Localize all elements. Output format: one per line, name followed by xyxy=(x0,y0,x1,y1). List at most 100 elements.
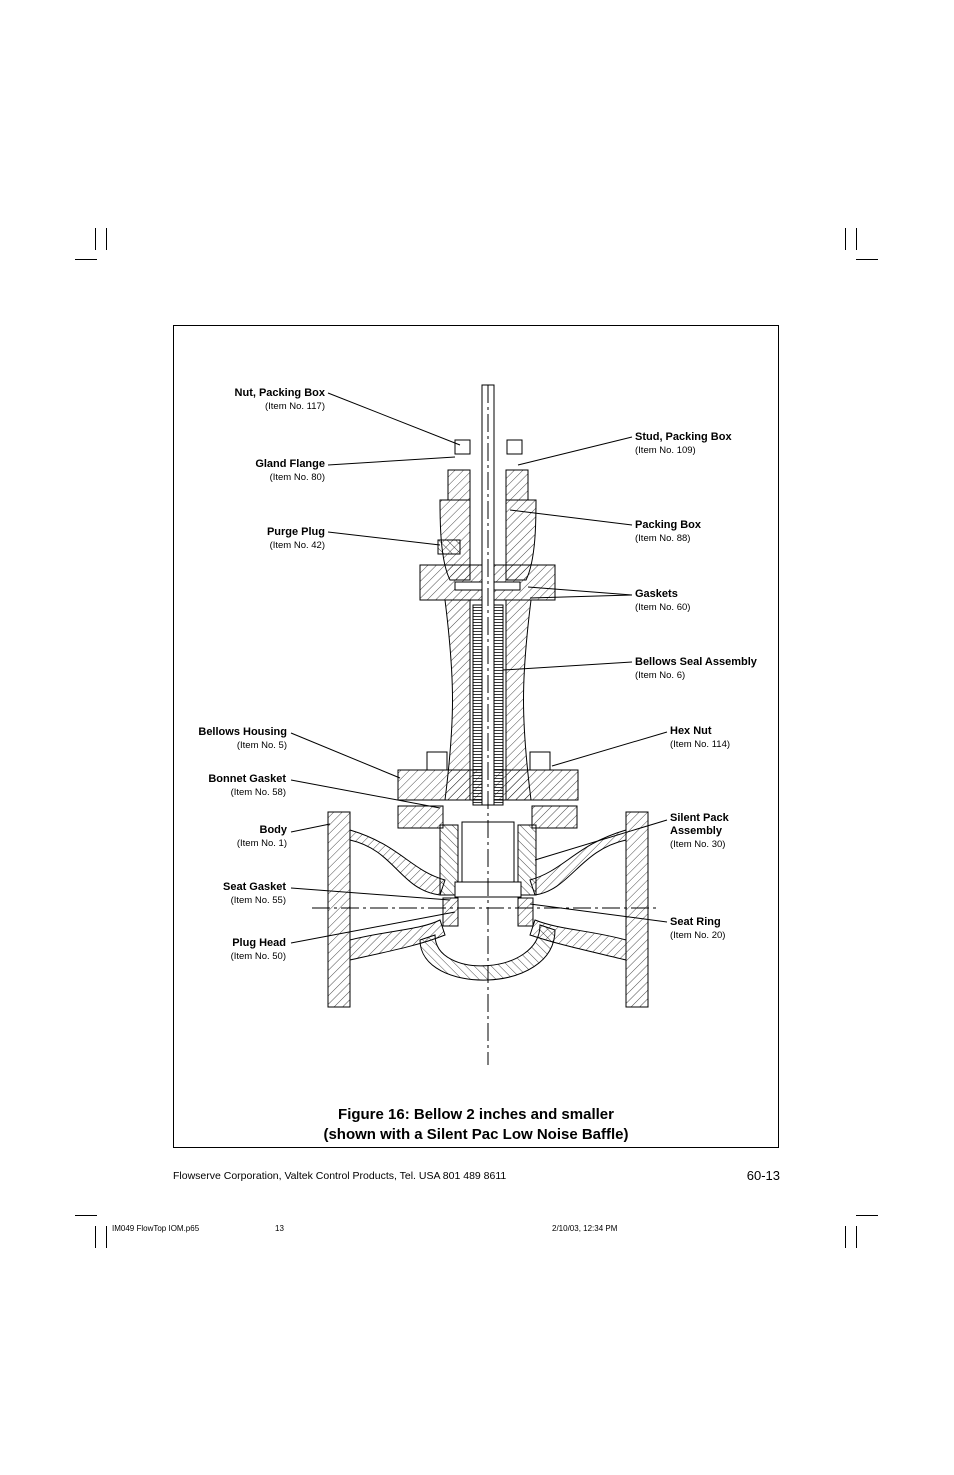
slug-timestamp: 2/10/03, 12:34 PM xyxy=(552,1224,618,1233)
nut-packing-box-right xyxy=(506,439,523,455)
label-item: (Item No. 117) xyxy=(264,401,325,412)
label-title: Bonnet Gasket xyxy=(208,773,286,785)
label-seat-ring: Seat Ring (Item No. 20) xyxy=(670,916,775,942)
crop-mark-top-right-h xyxy=(856,259,878,260)
label-stud-packing-box: Stud, Packing Box (Item No. 109) xyxy=(635,431,775,457)
hex-nut-right xyxy=(529,751,551,771)
label-body: Body (Item No. 1) xyxy=(180,824,287,850)
label-title: Bellows Seal Assembly xyxy=(635,656,757,668)
bellows-housing-neck-left xyxy=(444,599,471,801)
crop-mark-bottom-right-v2 xyxy=(856,1226,857,1248)
label-item: (Item No. 6) xyxy=(635,670,686,681)
bonnet-lower-left xyxy=(397,805,444,829)
label-item: (Item No. 5) xyxy=(236,740,287,751)
label-gland-flange: Gland Flange (Item No. 80) xyxy=(180,458,325,484)
leader-plug-head xyxy=(290,911,456,944)
hex-nut-left xyxy=(426,751,448,771)
label-title: Plug Head xyxy=(232,937,286,949)
label-packing-box: Packing Box (Item No. 88) xyxy=(635,519,775,545)
crop-mark-bottom-right-v1 xyxy=(845,1226,846,1248)
label-item: (Item No. 50) xyxy=(230,951,286,962)
bellows-housing-neck-right xyxy=(505,599,532,801)
label-bellows-seal-assembly: Bellows Seal Assembly (Item No. 6) xyxy=(635,656,775,682)
label-item: (Item No. 20) xyxy=(670,930,726,941)
label-bellows-housing: Bellows Housing (Item No. 5) xyxy=(180,726,287,752)
leader-bellows-housing xyxy=(290,732,401,779)
crop-mark-top-left-v2 xyxy=(106,228,107,250)
gland-flange-left xyxy=(447,469,471,501)
label-item: (Item No. 58) xyxy=(230,787,286,798)
label-item: (Item No. 88) xyxy=(635,533,691,544)
figure-caption: Figure 16: Bellow 2 inches and smaller (… xyxy=(173,1105,779,1145)
label-title-line1: Silent Pack xyxy=(670,812,729,824)
label-title: Seat Ring xyxy=(670,916,721,928)
leader-gland-flange xyxy=(327,456,456,466)
label-item: (Item No. 80) xyxy=(269,472,325,483)
label-title: Seat Gasket xyxy=(223,881,286,893)
label-item: (Item No. 1) xyxy=(236,838,287,849)
body-flange-right xyxy=(625,811,649,1008)
leader-hex-nut xyxy=(551,731,668,767)
label-title: Gland Flange xyxy=(255,458,325,470)
leader-seat-ring xyxy=(529,903,668,923)
label-title: Hex Nut xyxy=(670,725,712,737)
label-title: Body xyxy=(259,824,288,836)
body-flange-left xyxy=(327,811,351,1008)
crop-mark-top-right-v2 xyxy=(856,228,857,250)
label-purge-plug: Purge Plug (Item No. 42) xyxy=(180,526,325,552)
label-item: (Item No. 42) xyxy=(269,540,325,551)
leader-nut-packing-box xyxy=(327,392,461,446)
label-title-line2: Assembly xyxy=(670,825,722,837)
leader-purge-plug xyxy=(327,531,441,546)
label-hex-nut: Hex Nut (Item No. 114) xyxy=(670,725,775,751)
leader-packing-box xyxy=(509,509,633,526)
crop-mark-top-right-v1 xyxy=(845,228,846,250)
gland-flange-right xyxy=(505,469,529,501)
footer-company: Flowserve Corporation, Valtek Control Pr… xyxy=(173,1170,507,1182)
figure-frame xyxy=(173,325,779,1148)
leader-stud-packing-box xyxy=(517,436,633,466)
crop-mark-bottom-right-h xyxy=(856,1215,878,1216)
leader-body xyxy=(290,823,331,833)
label-title: Purge Plug xyxy=(266,526,325,538)
label-silent-pack-assembly: Silent Pack Assembly (Item No. 30) xyxy=(670,812,775,851)
label-item: (Item No. 114) xyxy=(670,739,731,750)
slug-page: 13 xyxy=(275,1224,284,1233)
silent-pack-left xyxy=(439,824,459,896)
label-title: Stud, Packing Box xyxy=(635,431,732,443)
leader-silent-pack xyxy=(534,819,668,861)
slug-file: IM049 FlowTop IOM.p65 xyxy=(112,1224,200,1233)
body-lower-wall-left xyxy=(349,919,446,961)
leader-bellows-seal xyxy=(502,661,633,671)
label-title: Bellows Housing xyxy=(198,726,287,738)
label-nut-packing-box: Nut, Packing Box (Item No. 117) xyxy=(180,387,325,413)
label-item: (Item No. 60) xyxy=(635,602,691,613)
label-gaskets: Gaskets (Item No. 60) xyxy=(635,588,775,614)
page-number: 60-13 xyxy=(746,1168,780,1183)
crop-mark-top-left-h xyxy=(75,259,97,260)
body-upper-wall-left xyxy=(349,829,446,896)
crop-mark-bottom-left-v2 xyxy=(106,1226,107,1248)
label-title: Packing Box xyxy=(635,519,702,531)
leader-gaskets-1 xyxy=(527,586,633,596)
packing-box-body-right xyxy=(505,499,537,581)
leader-gaskets-2 xyxy=(529,594,633,599)
label-item: (Item No. 109) xyxy=(635,445,696,456)
label-item: (Item No. 55) xyxy=(230,895,286,906)
label-title: Gaskets xyxy=(635,588,678,600)
seat-ring-right xyxy=(517,897,534,927)
leader-bonnet-gasket xyxy=(290,779,441,809)
crop-mark-bottom-left-v1 xyxy=(95,1226,96,1248)
label-item: (Item No. 30) xyxy=(670,839,726,850)
bonnet-lower-right xyxy=(531,805,578,829)
leader-seat-gasket xyxy=(290,887,451,901)
seat-ring-left xyxy=(442,897,459,927)
nut-packing-box-left xyxy=(454,439,471,455)
crop-mark-top-left-v1 xyxy=(95,228,96,250)
label-bonnet-gasket: Bonnet Gasket (Item No. 58) xyxy=(180,773,286,799)
caption-line2: (shown with a Silent Pac Low Noise Baffl… xyxy=(323,1126,629,1143)
purge-plug xyxy=(437,539,461,555)
label-title: Nut, Packing Box xyxy=(234,387,325,399)
crop-mark-bottom-left-h xyxy=(75,1215,97,1216)
